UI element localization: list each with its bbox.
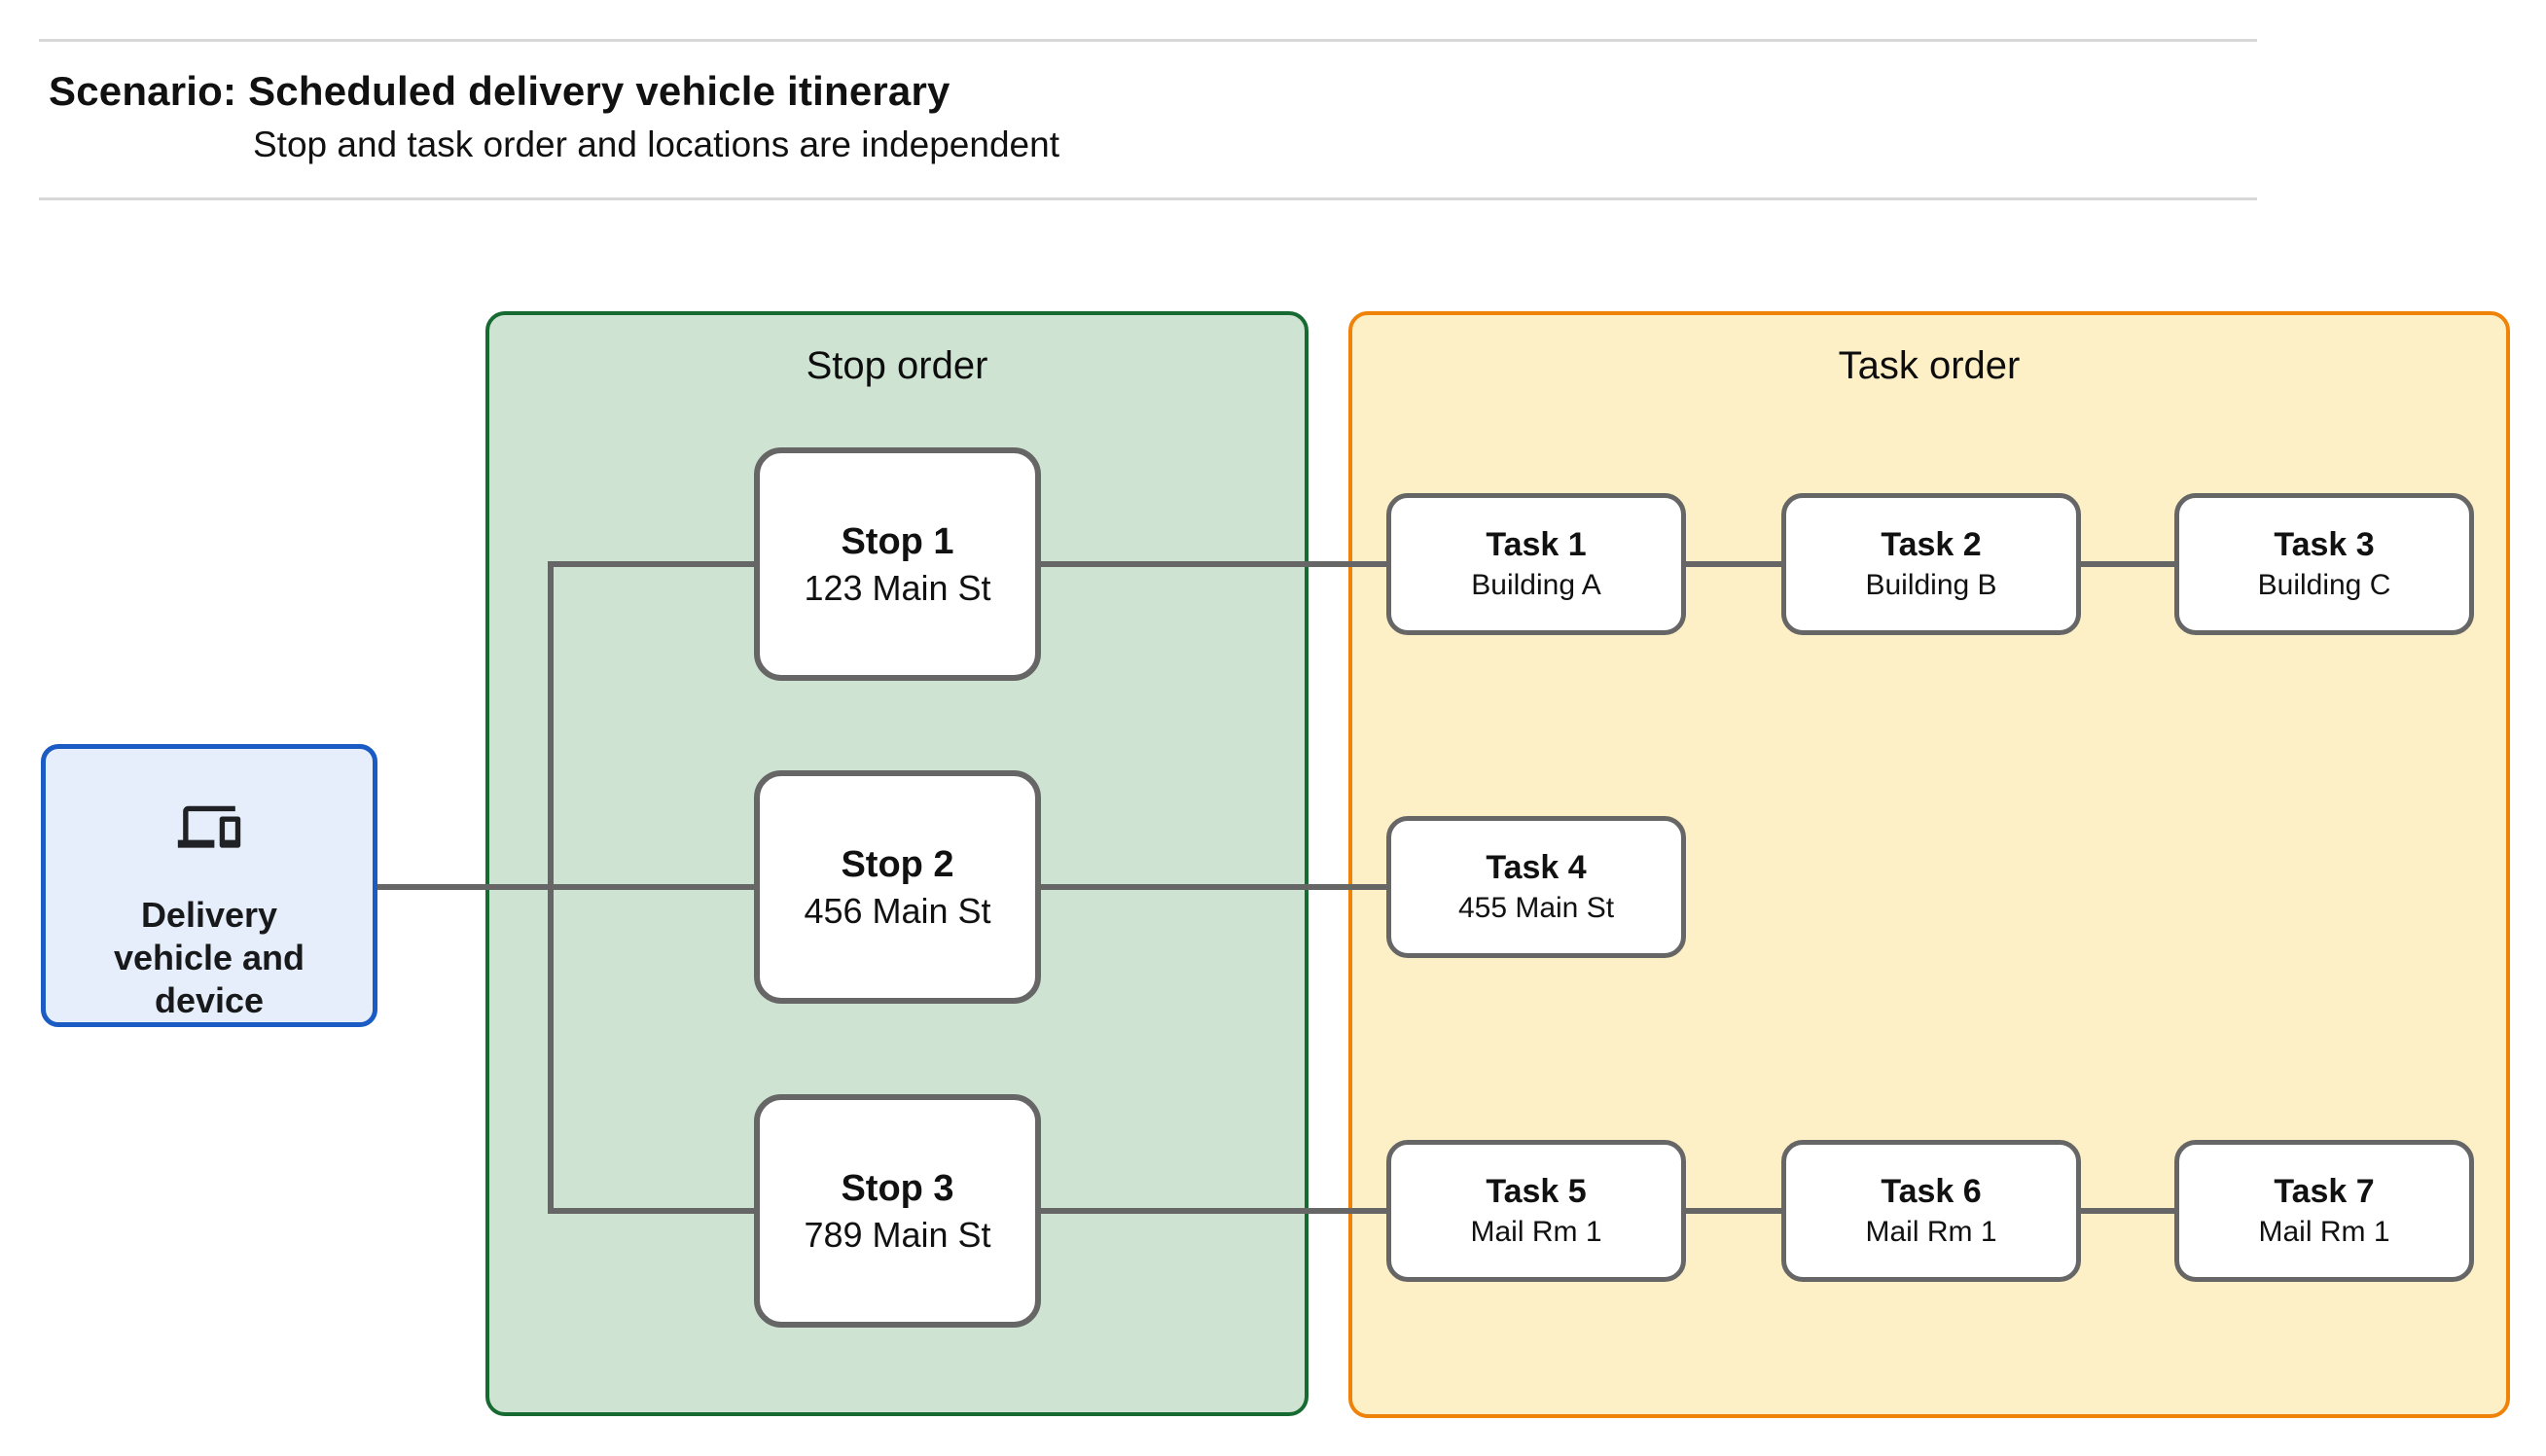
task-title: Task 7 <box>2274 1173 2375 1210</box>
edge-task5-to-task6 <box>1686 1208 1781 1214</box>
task-title: Task 5 <box>1486 1173 1587 1210</box>
task-title: Task 4 <box>1486 849 1587 886</box>
task-location: Mail Rm 1 <box>1470 1216 1602 1248</box>
stop-node-3: Stop 3 789 Main St <box>754 1094 1041 1328</box>
stop-title: Stop 3 <box>841 1168 954 1209</box>
task-location: Building C <box>2257 569 2391 601</box>
task-location: 455 Main St <box>1457 892 1615 924</box>
delivery-vehicle-node: Delivery vehicle and device <box>41 744 377 1027</box>
edge-trunk-to-stop3 <box>548 1208 754 1214</box>
task-location: Mail Rm 1 <box>1865 1216 1997 1248</box>
task-node-3: Task 3 Building C <box>2174 493 2474 635</box>
stop-address: 456 Main St <box>804 891 991 931</box>
task-node-6: Task 6 Mail Rm 1 <box>1781 1140 2081 1282</box>
task-title: Task 1 <box>1486 526 1587 563</box>
stop-order-group-title: Stop order <box>806 344 988 387</box>
task-location: Building A <box>1471 569 1601 601</box>
header-divider-top <box>39 39 2257 42</box>
page-title: Scenario: Scheduled delivery vehicle iti… <box>49 68 950 114</box>
task-location: Mail Rm 1 <box>2258 1216 2390 1248</box>
edge-stops-trunk <box>548 561 554 1214</box>
edge-trunk-to-stop1 <box>548 561 754 567</box>
task-title: Task 6 <box>1881 1173 1982 1210</box>
task-order-group-title: Task order <box>1838 344 2021 387</box>
stop-address: 789 Main St <box>804 1215 991 1255</box>
edge-task6-to-task7 <box>2081 1208 2174 1214</box>
stop-title: Stop 2 <box>841 844 954 885</box>
task-title: Task 3 <box>2274 526 2375 563</box>
task-node-2: Task 2 Building B <box>1781 493 2081 635</box>
edge-task1-to-task2 <box>1686 561 1781 567</box>
edge-stop2-to-task4 <box>1041 884 1386 890</box>
task-node-5: Task 5 Mail Rm 1 <box>1386 1140 1686 1282</box>
devices-icon <box>177 805 241 848</box>
delivery-vehicle-label: Delivery vehicle and device <box>113 895 305 1020</box>
task-location: Building B <box>1865 569 1997 601</box>
edge-vehicle-to-stop2 <box>377 884 754 890</box>
stop-node-2: Stop 2 456 Main St <box>754 770 1041 1004</box>
stop-node-1: Stop 1 123 Main St <box>754 447 1041 681</box>
task-node-1: Task 1 Building A <box>1386 493 1686 635</box>
edge-task2-to-task3 <box>2081 561 2174 567</box>
edge-stop3-to-task5 <box>1041 1208 1386 1214</box>
page-subtitle: Stop and task order and locations are in… <box>253 124 1059 164</box>
stop-title: Stop 1 <box>841 521 954 562</box>
task-node-4: Task 4 455 Main St <box>1386 816 1686 958</box>
edge-stop1-to-task1 <box>1041 561 1386 567</box>
stop-address: 123 Main St <box>804 568 991 608</box>
header-divider-bottom <box>39 197 2257 200</box>
task-node-7: Task 7 Mail Rm 1 <box>2174 1140 2474 1282</box>
task-title: Task 2 <box>1881 526 1982 563</box>
